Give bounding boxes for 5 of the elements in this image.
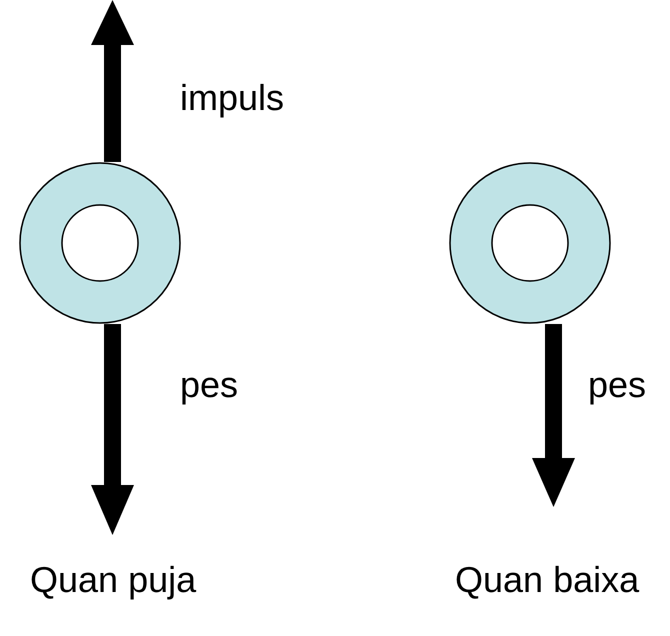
caption: Quan baixa (455, 560, 640, 600)
force-label: pes (588, 365, 646, 405)
force-label: pes (180, 365, 238, 405)
force-label: impuls (180, 78, 284, 118)
caption: Quan puja (30, 560, 196, 600)
